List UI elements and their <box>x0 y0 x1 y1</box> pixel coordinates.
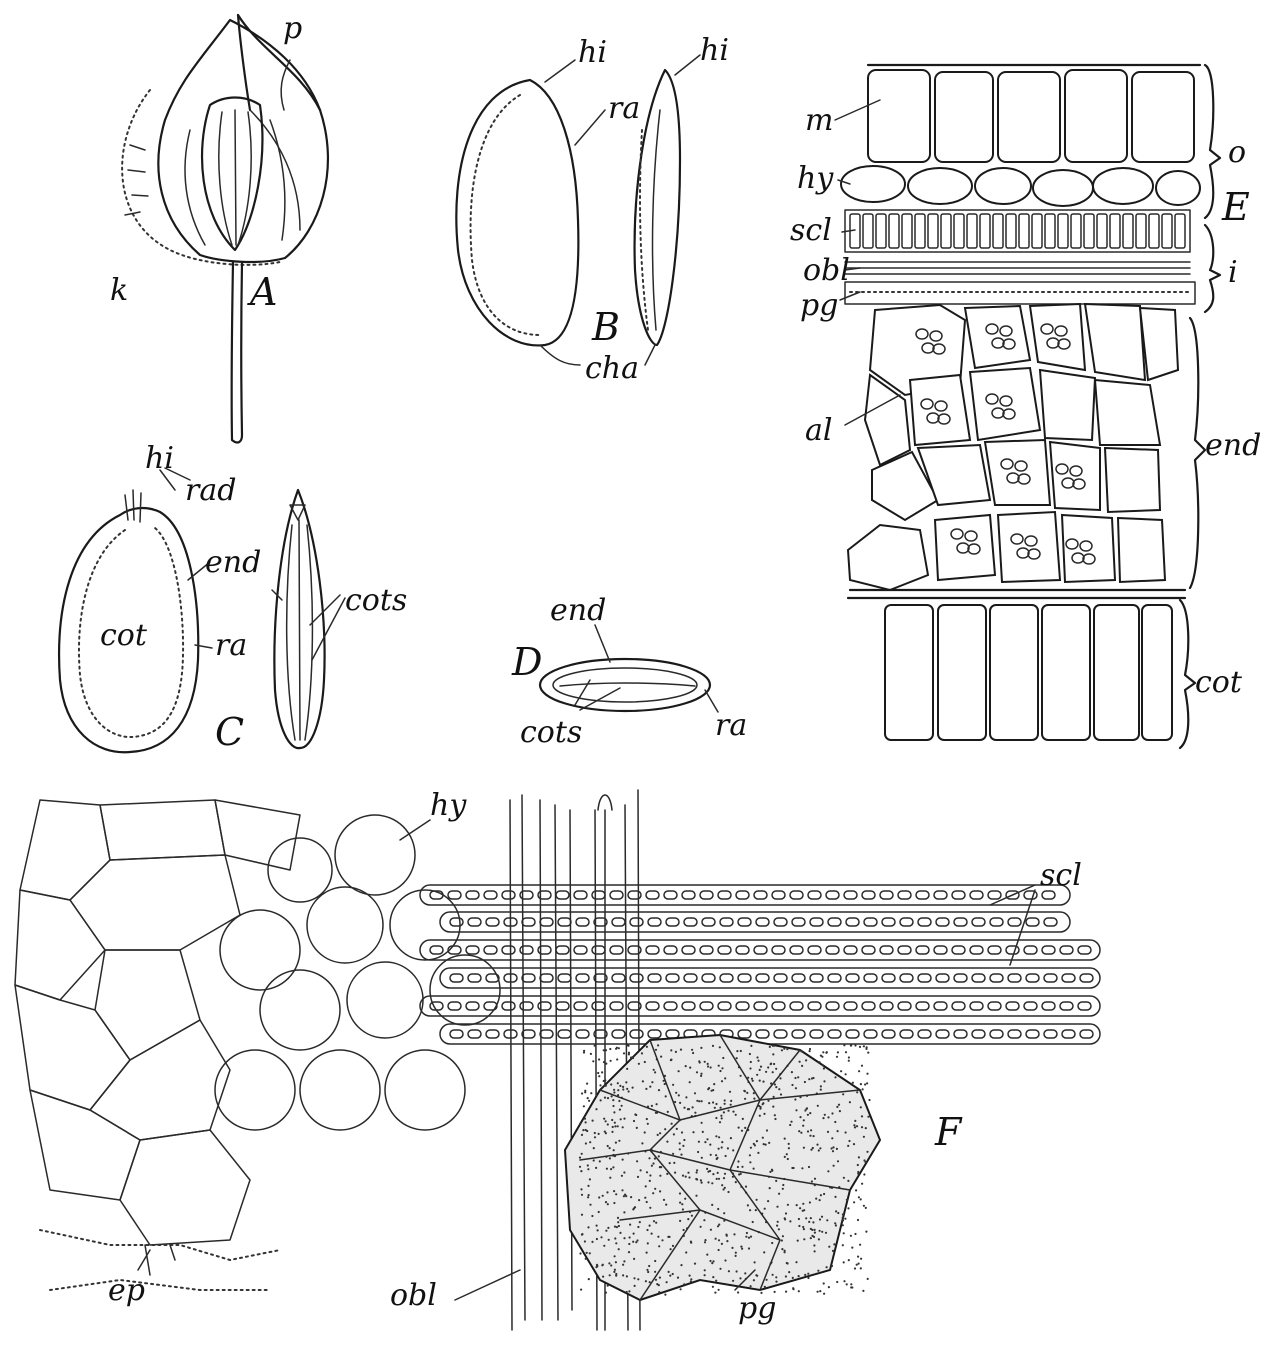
panel-b-label-cha: cha <box>585 351 639 386</box>
sclereid-row <box>850 214 1185 248</box>
panel-d-letter: D <box>511 640 542 684</box>
panel-e-label-hy: hy <box>797 161 834 196</box>
panel-c-label-cot: cot <box>100 618 148 653</box>
panel-e-label-cot: cot <box>1195 665 1243 700</box>
panel-e-label-o: o <box>1228 135 1246 170</box>
panel-e-label-m: m <box>805 103 833 138</box>
panel-a-label-k: k <box>110 273 128 308</box>
panel-c-label-end: end <box>205 545 261 580</box>
panel-b-label-hi-right: hi <box>700 33 729 68</box>
panel-f-label-scl: scl <box>1040 858 1082 893</box>
panel-e-label-obl: obl <box>803 253 850 288</box>
panel-e-label-end: end <box>1205 428 1261 463</box>
panel-e-label-scl: scl <box>790 213 832 248</box>
panel-d-label-cots: cots <box>520 715 582 750</box>
panel-c-label-ra: ra <box>215 628 247 663</box>
panel-b-label-hi-left: hi <box>578 35 607 70</box>
panel-d-label-ra: ra <box>715 708 747 743</box>
panel-e-letter: E <box>1221 185 1250 229</box>
panel-c-letter: C <box>215 710 244 754</box>
panel-c-label-cots: cots <box>345 583 407 618</box>
panel-c-label-rad: rad <box>185 473 236 508</box>
panel-a-letter: A <box>247 270 277 314</box>
panel-a-fruit: p k A <box>110 11 328 442</box>
panel-e-label-pg: pg <box>800 288 838 323</box>
panel-b-label-ra: ra <box>608 91 640 126</box>
panel-f-label-pg: pg <box>738 1291 776 1326</box>
panel-b-seed: hi hi ra cha B <box>456 33 729 386</box>
panel-c-seed-sections: hi rad end cot ra cots C <box>59 441 407 754</box>
panel-f-label-ep: ep <box>108 1273 145 1308</box>
panel-a-label-p: p <box>283 11 302 46</box>
panel-f-letter: F <box>934 1110 963 1154</box>
panel-f-tissue-layers: hy scl ep obl pg F <box>15 788 1100 1330</box>
panel-f-label-obl: obl <box>390 1278 437 1313</box>
panel-d-cross-section: end cots ra D <box>511 593 747 750</box>
panel-e-seed-coat-section: m hy scl obl pg al o i end cot E <box>790 65 1261 748</box>
panel-c-label-hi: hi <box>145 441 174 476</box>
panel-d-label-end: end <box>550 593 606 628</box>
panel-b-letter: B <box>591 305 620 349</box>
panel-f-label-hy: hy <box>430 788 467 823</box>
panel-e-label-i: i <box>1228 255 1238 290</box>
panel-e-label-al: al <box>805 413 832 448</box>
